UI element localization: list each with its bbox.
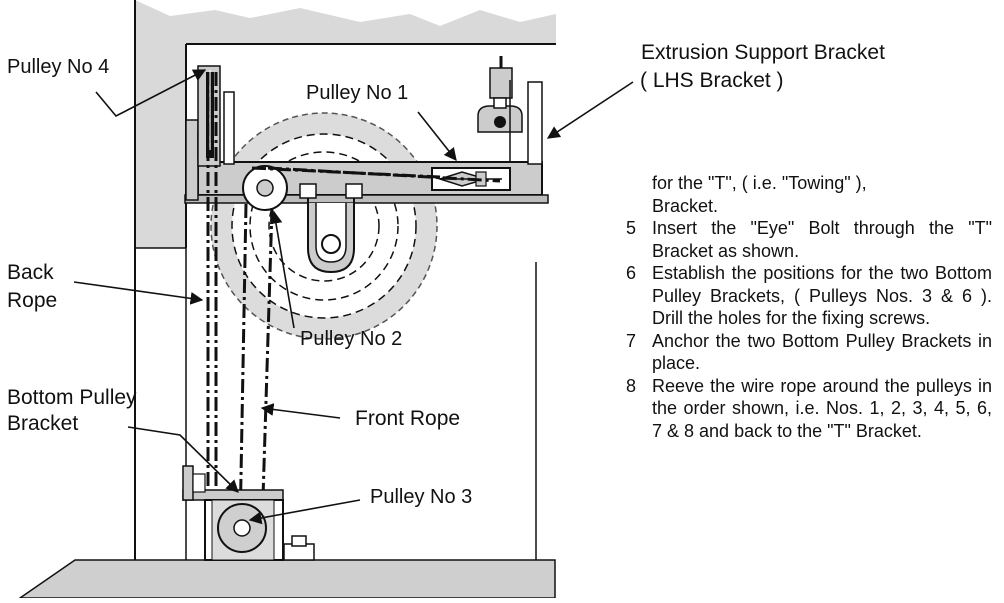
wall-edge-strip [135, 248, 186, 598]
instruction-steps: 5 Insert the "Eye" Bolt through the "T" … [620, 217, 992, 442]
instruction-step: 6 Establish the positions for the two Bo… [620, 262, 992, 330]
step-number: 7 [626, 330, 637, 351]
instruction-step: 5 Insert the "Eye" Bolt through the "T" … [620, 217, 992, 262]
label-back: Back [7, 261, 54, 284]
bracket-left-flange [185, 119, 199, 201]
step-text: Insert the "Eye" Bolt through the "T" Br… [652, 218, 992, 261]
front-rope [238, 203, 248, 531]
step-text: Reeve the wire rope around the pulleys i… [652, 375, 992, 441]
label-pulley-no-4: Pulley No 4 [7, 56, 110, 78]
label-pulley-no-3: Pulley No 3 [370, 486, 473, 508]
extrusion-support-post [527, 81, 543, 165]
ropes [206, 72, 501, 558]
instruction-lead-line-1: for the "T", ( i.e. "Towing" ), [652, 173, 867, 193]
label-bottom-pulley: Bottom Pulley [7, 386, 137, 409]
label-pulley-no-1: Pulley No 1 [306, 82, 409, 104]
leader-lines [73, 69, 634, 525]
label-lhs-bracket: ( LHS Bracket ) [640, 69, 784, 92]
bottom-pulley-bracket [182, 465, 315, 561]
step-number: 6 [626, 263, 637, 283]
plate-bolts [299, 183, 363, 212]
step-text: Establish the positions for the two Bott… [652, 263, 992, 328]
label-extrusion-support-bracket: Extrusion Support Bracket [641, 41, 885, 64]
label-rope: Rope [7, 289, 58, 312]
step-number: 8 [626, 375, 637, 396]
instruction-step: 8 Reeve the wire rope around the pulleys… [620, 375, 992, 443]
instruction-lead-line-2: Bracket. [652, 195, 719, 216]
step-number: 5 [626, 218, 637, 238]
floor-slab [17, 559, 556, 599]
label-bracket: Bracket [7, 412, 79, 435]
step-text: Anchor the two Bottom Pulley Brackets in… [652, 330, 992, 374]
label-pulley-no-2: Pulley No 2 [300, 328, 403, 350]
label-front-rope: Front Rope [355, 407, 461, 430]
instruction-step: 7 Anchor the two Bottom Pulley Brackets … [620, 330, 992, 375]
instructions-panel: for the "T", ( i.e. "Towing" ), Bracket.… [620, 172, 992, 442]
